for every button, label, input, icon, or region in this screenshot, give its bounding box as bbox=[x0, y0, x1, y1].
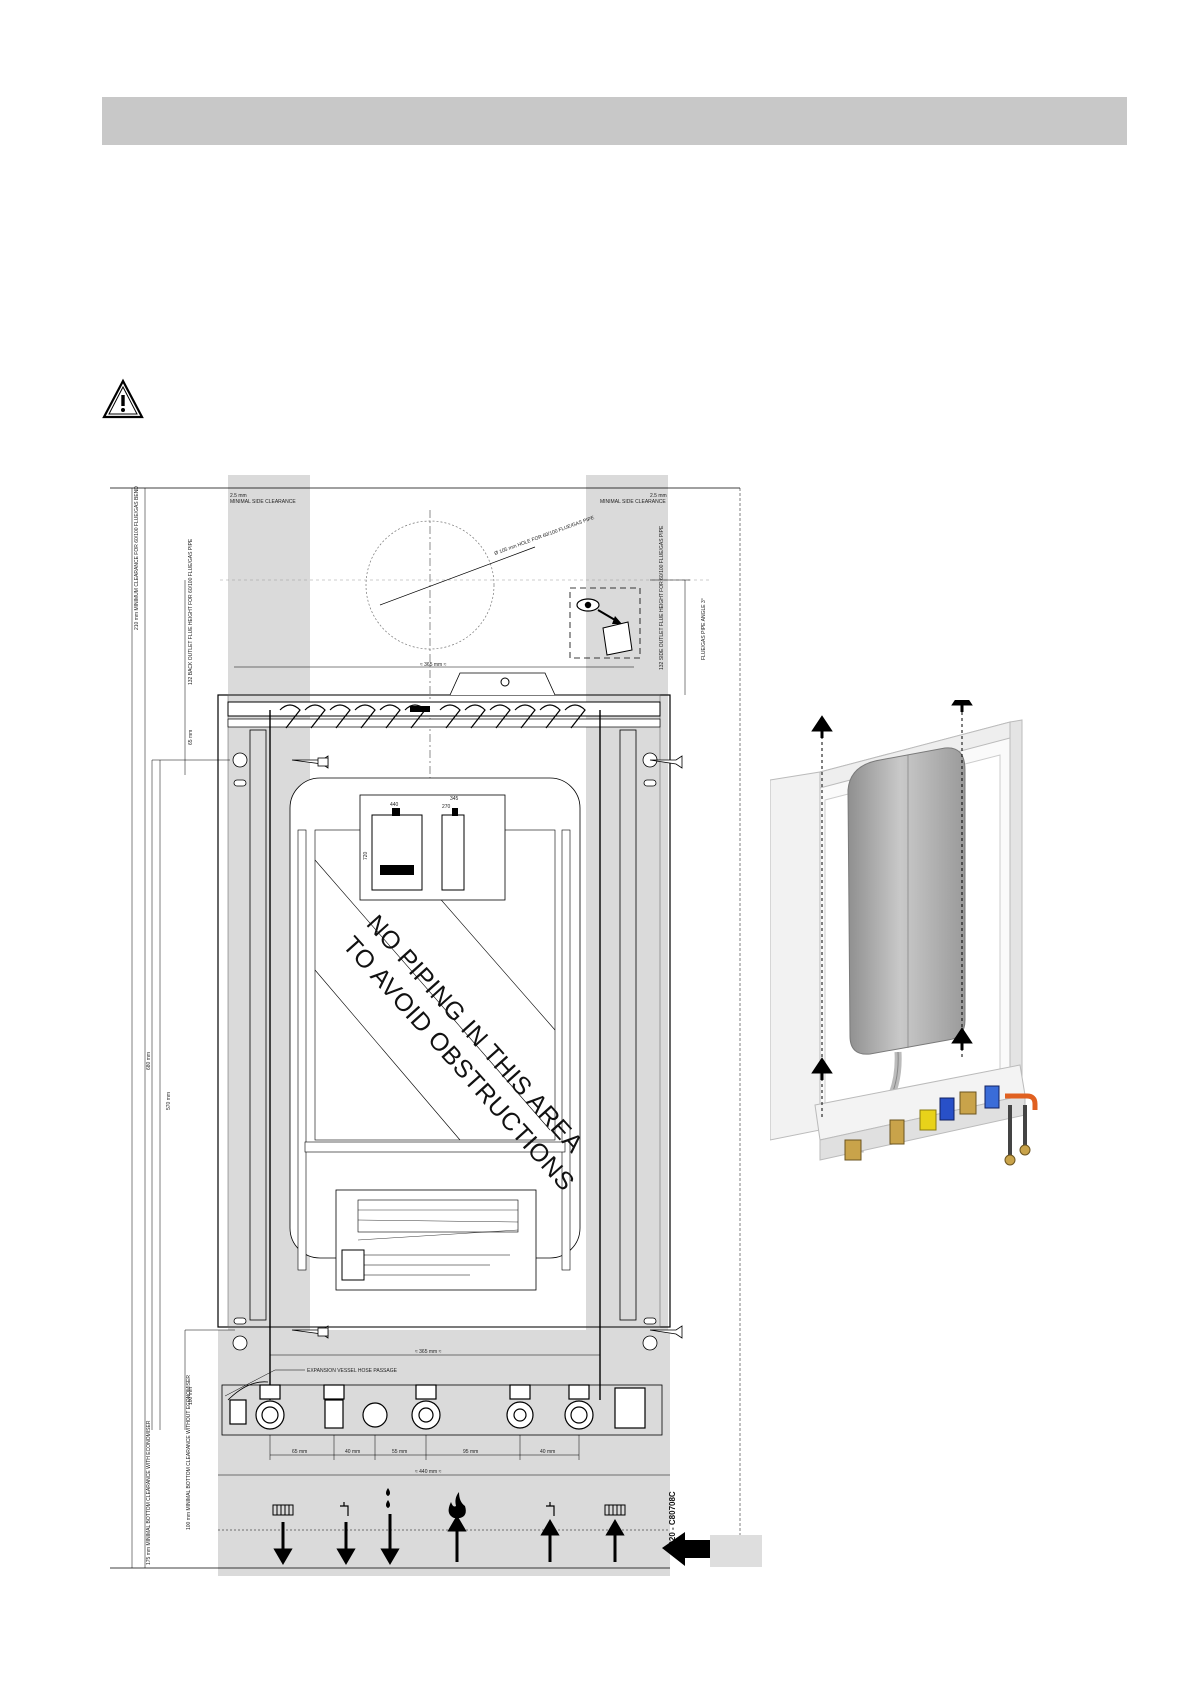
bottom-clearance-band bbox=[218, 1330, 670, 1576]
radiator-icon bbox=[604, 1504, 626, 1516]
flue-angle-label: FLUE/GAS PIPE ANGLE 3° bbox=[701, 598, 707, 660]
clearance-left-value: 2.5 mm bbox=[230, 493, 247, 499]
spacing-1: 40 mm bbox=[345, 1449, 360, 1455]
dim-inner-height: 570 mm bbox=[166, 1092, 172, 1110]
dim-lower-width: ≈ 365 mm ≈ bbox=[415, 1349, 442, 1355]
dim-top-width: ≈ 365 mm ≈ bbox=[420, 662, 447, 668]
clearance-right-value: 2.5 mm bbox=[650, 493, 667, 499]
spacing-0: 65 mm bbox=[292, 1449, 307, 1455]
radiator-icon bbox=[272, 1504, 294, 1516]
mini-height: 720 bbox=[363, 851, 369, 860]
read-manual-icon bbox=[569, 587, 641, 659]
valve-connections bbox=[229, 1384, 646, 1430]
flame-icon bbox=[448, 1492, 466, 1518]
bottom-clearance-without: 100 mm MINIMAL BOTTOM CLEARANCE WITHOUT … bbox=[186, 1375, 192, 1530]
dim-bottom-width: ≈ 440 mm ≈ bbox=[415, 1469, 442, 1475]
drops-icon bbox=[386, 1488, 390, 1508]
back-outlet-label: 132 BACK OUTLET FLUE HEIGHT FOR 60/100 F… bbox=[188, 538, 194, 685]
spacing-2: 55 mm bbox=[392, 1449, 407, 1455]
flue-hole-label: Ø 105 mm HOLE FOR 60/100 FLUE/GAS PIPE bbox=[494, 515, 596, 557]
spacing-3: 95 mm bbox=[463, 1449, 478, 1455]
section-header-bar bbox=[102, 97, 1127, 145]
side-code: 2020 - C80708C bbox=[668, 1491, 677, 1550]
valve-assembly bbox=[844, 1085, 1038, 1166]
connection-arrows bbox=[273, 1514, 625, 1565]
dim-65: 65 mm bbox=[188, 730, 194, 745]
frame-isometric-illustration bbox=[770, 700, 1038, 1166]
dim-100: 100 mm bbox=[188, 1387, 194, 1405]
clearance-arrows bbox=[811, 700, 973, 1080]
mini-side-depth: 345 bbox=[450, 796, 459, 802]
mini-side-depth2: 270 bbox=[442, 804, 451, 810]
boiler-template-drawing: 2.5 mm MINIMAL SIDE CLEARANCE 2.5 mm MIN… bbox=[110, 475, 762, 1576]
expansion-label: EXPANSION VESSEL HOSE PASSAGE bbox=[307, 1368, 398, 1374]
spacing-4: 40 mm bbox=[540, 1449, 555, 1455]
dim-total-height: 680 mm bbox=[146, 1052, 152, 1070]
bottom-clearance-with: 175 mm MINIMAL BOTTOM CLEARANCE WITH ECO… bbox=[146, 1420, 152, 1565]
warning-icon bbox=[102, 378, 144, 419]
mounting-hooks bbox=[279, 704, 586, 729]
data-plate-thumbnail bbox=[335, 1189, 537, 1291]
clearance-left-label: MINIMAL SIDE CLEARANCE bbox=[230, 499, 296, 505]
side-outlet-label: 132 SIDE OUTLET FLUE HEIGHT FOR 60/100 F… bbox=[659, 525, 665, 670]
clearance-right-label: MINIMAL SIDE CLEARANCE bbox=[600, 499, 666, 505]
tap-icon bbox=[340, 1502, 349, 1516]
tap-icon bbox=[546, 1502, 555, 1516]
expansion-vessel bbox=[847, 747, 966, 1055]
mini-front-width: 440 bbox=[390, 802, 399, 808]
top-clearance-label: 210 mm MINIMUM CLEARANCE FOR 60/100 FLUE… bbox=[134, 486, 140, 630]
boiler-dimension-thumbnail: 440 345 270 720 bbox=[359, 794, 506, 901]
drill-icons bbox=[291, 755, 683, 1339]
pointer-arrow-icon bbox=[662, 1532, 762, 1567]
